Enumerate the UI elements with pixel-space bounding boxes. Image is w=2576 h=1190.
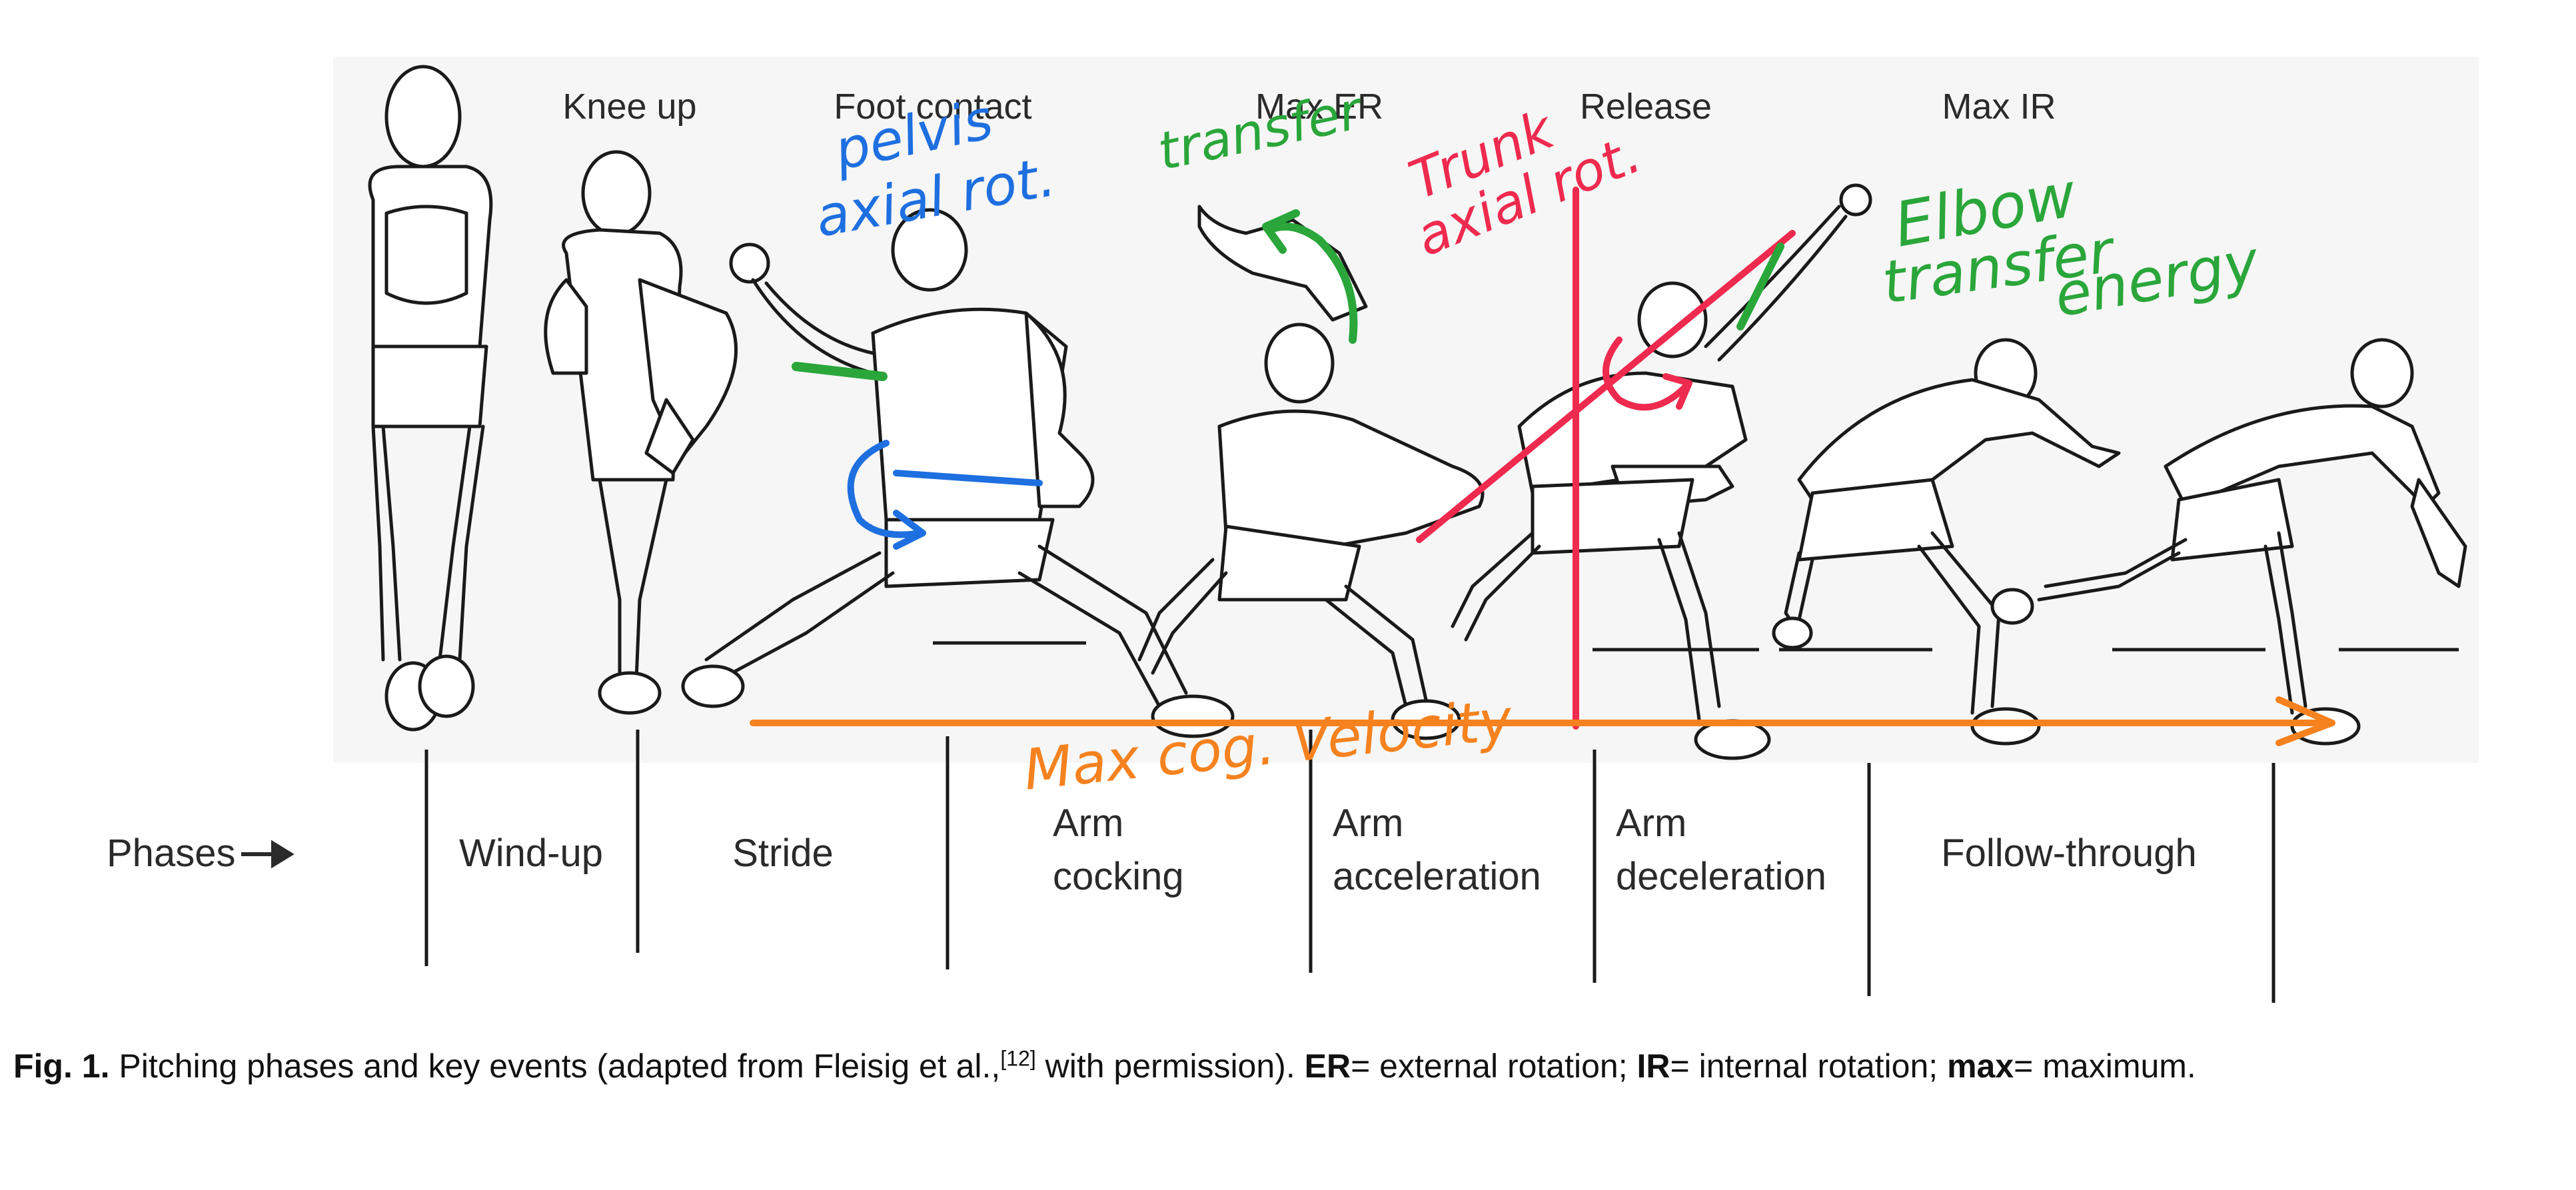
caption-er-abbr: ER [1304, 1047, 1351, 1085]
trunk-rotation-arrow [1603, 336, 1689, 411]
pitcher-figure-knee-up [544, 150, 738, 715]
figure-caption: Fig. 1. Pitching phases and key events (… [13, 1043, 2563, 1089]
phase-stride: Stride [732, 832, 834, 875]
trunk-rotation-arrowhead-icon [1662, 373, 1692, 410]
transfer-arrowhead-icon [1262, 209, 1300, 254]
event-label-release: Release [1580, 87, 1712, 127]
caption-ir-abbr: IR [1636, 1047, 1670, 1085]
phase-arm-acceleration-line1: Arm [1333, 802, 1403, 845]
event-label-max-ir: Max IR [1942, 87, 2056, 127]
phase-dividers [424, 730, 2275, 1003]
caption-er-def: = external rotation; [1351, 1047, 1628, 1085]
arrow-right-icon [241, 840, 295, 869]
ground-lines [933, 641, 2459, 652]
phase-follow-through: Follow-through [1941, 832, 2197, 875]
caption-ir-def: = internal rotation; [1670, 1047, 1938, 1085]
event-label-knee-up: Knee up [562, 87, 696, 127]
phase-windup: Wind-up [459, 832, 603, 875]
caption-text-a: Pitching phases and key events (adapted … [119, 1047, 1001, 1085]
event-label-foot-contact: Foot contact [834, 87, 1031, 127]
pitcher-figure-max-er [1137, 205, 1485, 740]
phase-arm-deceleration-line1: Arm [1616, 802, 1686, 845]
velocity-arrowhead-icon [2275, 696, 2335, 746]
pelvis-rotation-arrowhead-icon [893, 510, 926, 550]
caption-label: Fig. 1. [13, 1047, 110, 1085]
transfer-curve-arrow [1265, 223, 1358, 344]
pitcher-figure-windup [368, 65, 493, 732]
event-label-max-er: Max ER [1255, 87, 1383, 127]
shoulder-transfer-mark [792, 362, 888, 381]
elbow-transfer-mark [1736, 243, 1784, 330]
pitcher-figure-foot-contact [681, 208, 1235, 738]
phases-header: Phases [107, 832, 235, 875]
caption-max-abbr: max [1947, 1047, 2014, 1085]
caption-text-b: with permission). [1045, 1047, 1295, 1085]
phase-arm-cocking-line1: Arm [1053, 802, 1123, 845]
pelvis-rotation-arrow [847, 440, 923, 538]
pitcher-figure-follow-through [1990, 338, 2467, 746]
caption-max-def: = maximum. [2014, 1047, 2196, 1085]
phase-arm-cocking-line2: cocking [1053, 855, 1184, 898]
phase-arm-acceleration-line2: acceleration [1333, 855, 1541, 898]
phase-arm-deceleration-line2: deceleration [1616, 855, 1826, 898]
caption-reference: [12] [1000, 1046, 1036, 1071]
pelvis-axis-line [893, 470, 1043, 486]
